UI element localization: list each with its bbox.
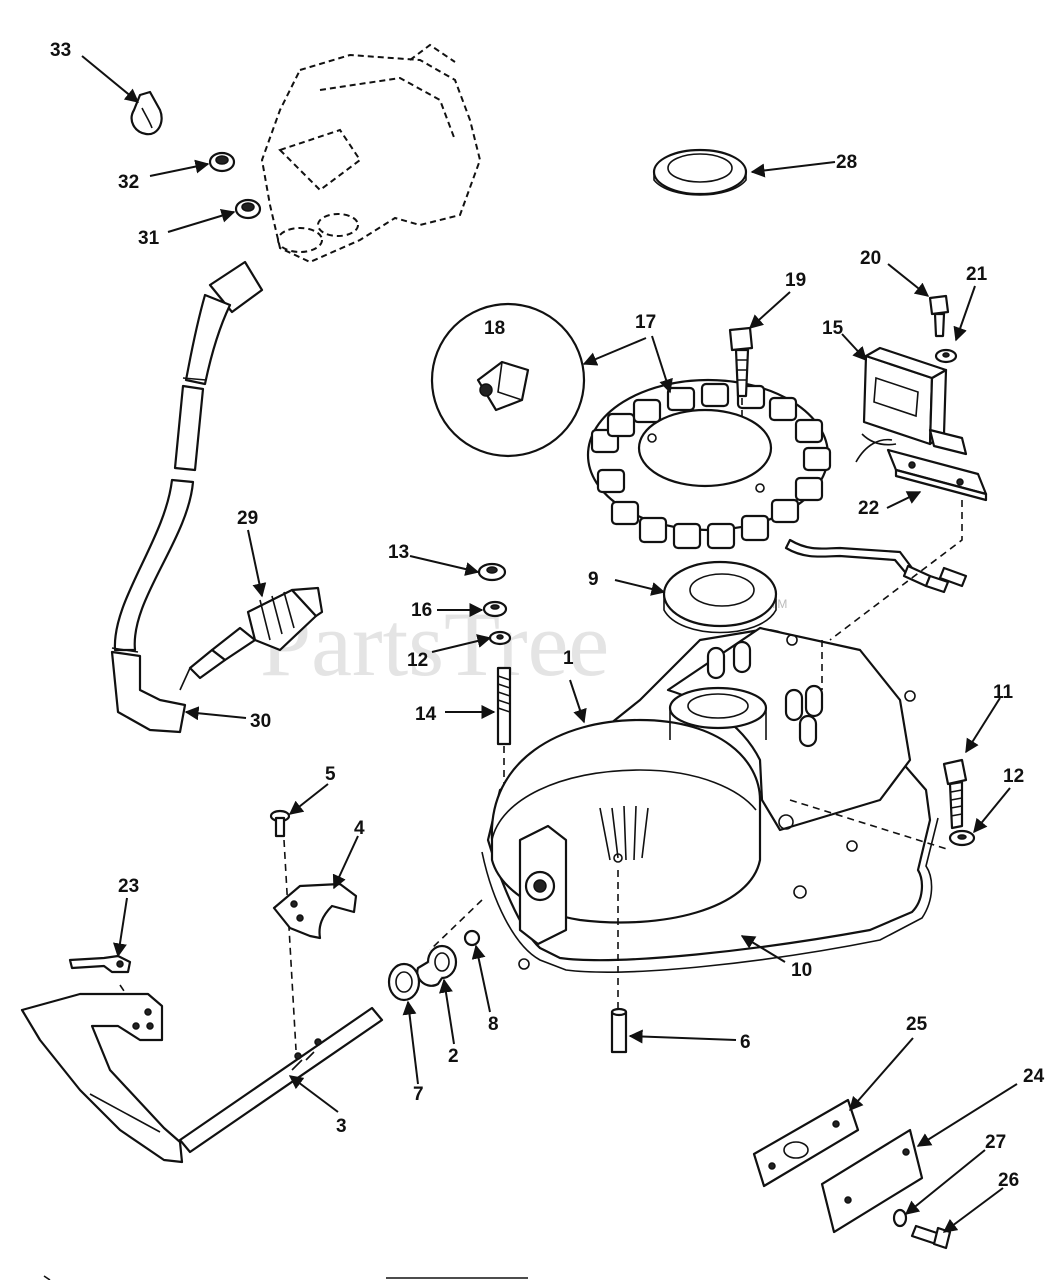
callout-28: 28 <box>836 152 857 173</box>
callout-1: 1 <box>563 648 574 669</box>
part-31-nut <box>234 198 262 220</box>
callout-6: 6 <box>740 1032 751 1053</box>
callout-7: 7 <box>413 1084 424 1105</box>
callout-31: 31 <box>138 228 160 249</box>
part-13-nut <box>477 562 507 582</box>
ghost-ignition-housing <box>260 43 482 264</box>
part-3-shaft <box>178 1006 384 1154</box>
callout-12-left: 12 <box>407 650 428 671</box>
part-4-bracket <box>272 882 358 940</box>
leader-lines <box>81 55 1018 1233</box>
part-22-bracket <box>886 428 988 502</box>
part-9-ring <box>662 560 778 634</box>
callout-25: 25 <box>906 1014 928 1035</box>
callout-22: 22 <box>858 498 879 519</box>
part-11-bolt <box>942 758 968 830</box>
part-1-housing <box>486 626 932 970</box>
spark-plug-wire <box>110 260 264 734</box>
part-14-stud <box>496 666 512 842</box>
callout-27: 27 <box>985 1132 1006 1153</box>
part-8-ball <box>463 929 481 947</box>
part-28-seal <box>652 148 748 196</box>
part-33-clip <box>130 90 163 136</box>
callout-14: 14 <box>415 704 437 725</box>
part-20-screw <box>928 294 950 338</box>
callout-labels: 1 2 3 4 5 6 7 8 9 10 11 12 12 13 14 15 1… <box>50 40 1045 1191</box>
part-27-washer <box>892 1208 908 1228</box>
callout-17: 17 <box>635 312 656 333</box>
callout-24: 24 <box>1023 1066 1045 1087</box>
callout-10: 10 <box>791 960 812 981</box>
callout-5: 5 <box>325 764 336 785</box>
part-26-screw <box>910 1224 952 1250</box>
scan-edge-artifacts <box>43 1275 528 1280</box>
part-12-washer-upper <box>488 630 512 646</box>
callout-26: 26 <box>998 1170 1019 1191</box>
part-15-rectifier <box>855 346 948 463</box>
governor-lever <box>20 992 184 1164</box>
callout-9: 9 <box>588 569 599 590</box>
part-29-switch <box>179 586 324 691</box>
part-25-gasket <box>752 1098 860 1188</box>
callout-16: 16 <box>411 600 432 621</box>
part-2-bushing <box>416 944 458 987</box>
part-17-stator <box>586 378 968 594</box>
part-7-bushing <box>387 962 421 1002</box>
part-12-washer-right <box>948 829 976 847</box>
callout-12-right: 12 <box>1003 766 1024 787</box>
callout-19: 19 <box>785 270 806 291</box>
callout-21: 21 <box>966 264 988 285</box>
part-19-bolt <box>728 326 754 418</box>
part-10-gasket <box>481 817 939 973</box>
callout-3: 3 <box>336 1116 347 1137</box>
callout-18: 18 <box>484 318 505 339</box>
part-5-screw <box>269 809 291 838</box>
callout-2: 2 <box>448 1046 459 1067</box>
callout-20: 20 <box>860 248 881 269</box>
callout-33: 33 <box>50 40 71 61</box>
callout-8: 8 <box>488 1014 499 1035</box>
part-24-plate <box>820 1128 924 1234</box>
callout-4: 4 <box>354 818 365 839</box>
callout-29: 29 <box>237 508 258 529</box>
part-21-washer <box>934 348 958 364</box>
callout-32: 32 <box>118 172 139 193</box>
part-16-lockwasher <box>482 600 508 618</box>
callout-13: 13 <box>388 542 409 563</box>
part-6-pin <box>610 870 628 1054</box>
callout-23: 23 <box>118 876 139 897</box>
part-32-nut <box>208 151 236 173</box>
callout-15: 15 <box>822 318 844 339</box>
part-18-inset <box>430 302 586 458</box>
part-23-link <box>68 954 132 974</box>
callout-11: 11 <box>993 682 1014 703</box>
callout-30: 30 <box>250 711 271 732</box>
